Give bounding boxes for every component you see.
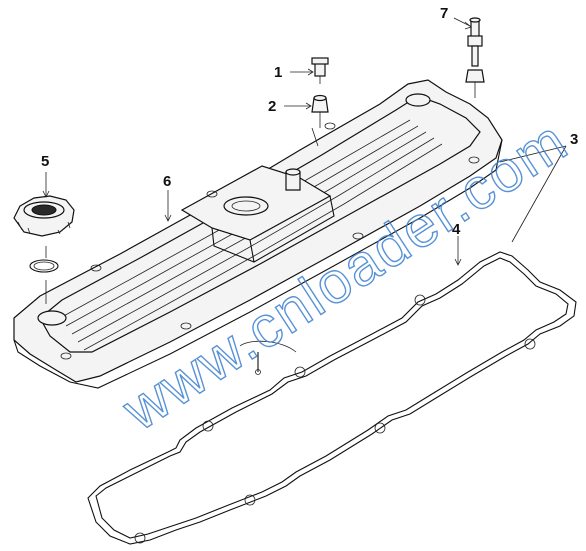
oil-filler-cap [13,195,75,237]
callout-3: 3 [570,131,578,148]
cover-bolt [311,57,329,84]
callout-4: 4 [452,221,461,238]
bolt-grommet [311,94,329,128]
cover-stud [465,17,485,98]
callout-5: 5 [41,153,49,170]
callout-2: 2 [268,98,276,115]
callout-6: 6 [163,173,171,190]
valve-cover [13,79,503,389]
lower-stud [239,340,297,375]
leader-lines [42,17,567,304]
filler-cap-o-ring [29,259,59,273]
valve-cover-gasket [87,251,577,545]
callout-7: 7 [440,5,448,22]
callout-1: 1 [274,64,282,81]
